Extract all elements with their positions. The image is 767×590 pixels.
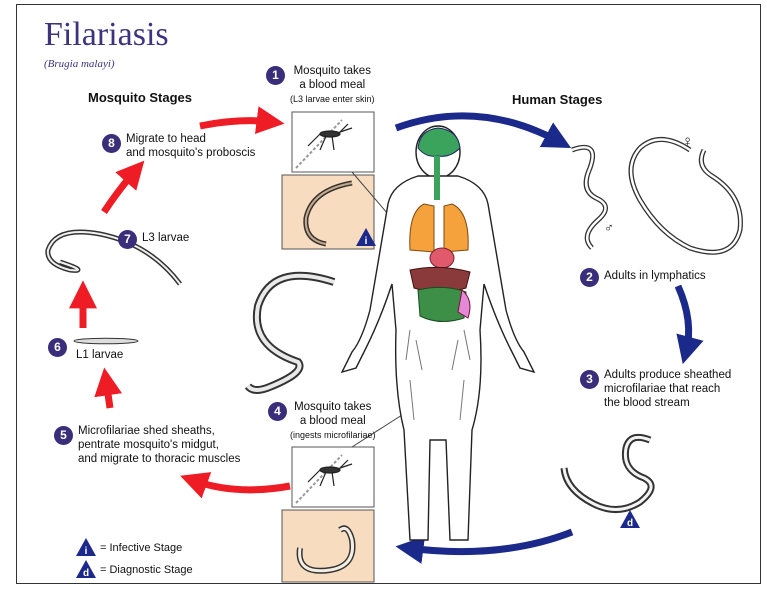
arrow-step5-to-6 <box>106 380 110 408</box>
step-2-badge: 2 <box>580 268 599 287</box>
step-5-label: Microfilariae shed sheaths, pentrate mos… <box>78 424 240 466</box>
step-6-badge: 6 <box>48 338 67 357</box>
step-8-line2: and mosquito's proboscis <box>126 146 255 160</box>
arrow-step2-to-3 <box>678 286 689 352</box>
svg-text:i: i <box>365 236 368 247</box>
step-4-note: (ingests microfilariae) <box>290 428 376 442</box>
intestines <box>418 287 466 321</box>
step-4-line2: a blood meal <box>290 414 376 428</box>
female-adult-worm <box>631 139 740 252</box>
step-1-label: Mosquito takes a blood meal (L3 larvae e… <box>290 64 375 106</box>
arrow-step4-to-5 <box>192 480 290 490</box>
step-8-badge: 8 <box>102 134 121 153</box>
step-5-line1: Microfilariae shed sheaths, <box>78 424 240 438</box>
step-3-badge: 3 <box>580 370 599 389</box>
male-symbol: ♂ <box>604 220 614 235</box>
legend-infective-label: = Infective Stage <box>100 542 182 554</box>
step-7-label: L3 larvae <box>142 231 189 245</box>
step-8-label: Migrate to head and mosquito's proboscis <box>126 132 255 160</box>
female-symbol: ♀ <box>682 133 693 150</box>
heading-human-stages: Human Stages <box>512 92 602 107</box>
step-1-badge: 1 <box>266 66 285 85</box>
step-1-line1: Mosquito takes <box>290 64 375 78</box>
legend-diagnostic-label: = Diagnostic Stage <box>100 564 193 576</box>
step-4-line1: Mosquito takes <box>290 400 376 414</box>
heading-mosquito-stages: Mosquito Stages <box>88 90 192 105</box>
step-5-line3: and migrate to thoracic muscles <box>78 452 240 466</box>
page-subtitle: (Brugia malayi) <box>44 58 115 70</box>
arrow-step8-to-1 <box>200 121 272 126</box>
step-5-line2: pentrate mosquito's midgut, <box>78 438 240 452</box>
step-6-label: L1 larvae <box>76 348 123 362</box>
legend-infective-letter: i <box>85 546 88 557</box>
arrow-step7-to-8 <box>104 170 136 212</box>
sheathed-microfilaria <box>564 437 651 509</box>
step-1-note: (L3 larvae enter skin) <box>290 92 375 106</box>
page-title: Filariasis <box>44 16 169 54</box>
legend-diagnostic-letter: d <box>83 568 89 579</box>
step-8-line1: Migrate to head <box>126 132 255 146</box>
l3-larvae-inset <box>282 175 374 249</box>
step-7-badge: 7 <box>118 230 137 249</box>
step-4-badge: 4 <box>268 402 287 421</box>
heart <box>430 248 454 268</box>
step-2-label: Adults in lymphatics <box>604 269 706 283</box>
step-1-line2: a blood meal <box>290 78 375 92</box>
svg-text:d: d <box>627 518 633 529</box>
step-4-label: Mosquito takes a blood meal (ingests mic… <box>290 400 376 442</box>
step-3-label: Adults produce sheathed microfilariae th… <box>604 368 731 410</box>
arrow-step3-to-4 <box>408 532 572 552</box>
step-3-line3: the blood stream <box>604 396 731 410</box>
step-3-line1: Adults produce sheathed <box>604 368 731 382</box>
l1-larvae-worm <box>74 338 138 344</box>
step-5-badge: 5 <box>54 426 73 445</box>
step-3-line2: microfilariae that reach <box>604 382 731 396</box>
